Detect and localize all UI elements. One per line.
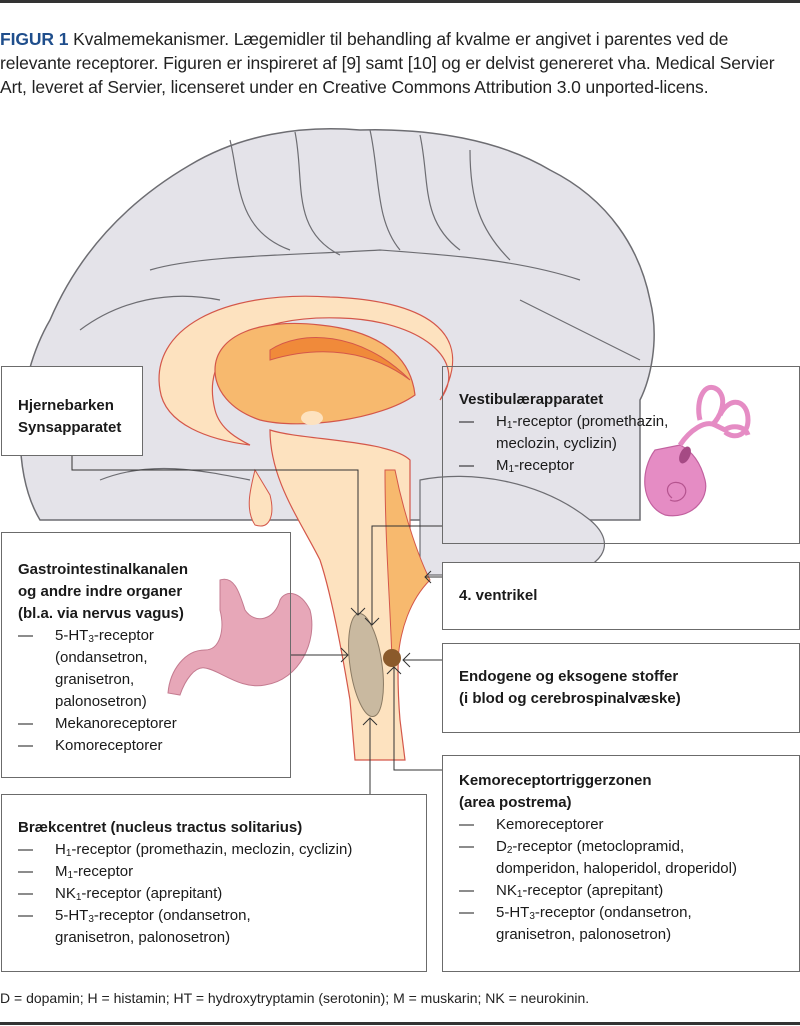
box-chemoreceptor-trigger-zone: Kemoreceptortriggerzonen (area postrema)… bbox=[442, 755, 800, 972]
vestibular-item: —H1-receptor (promethazin, meclozin, cyc… bbox=[459, 413, 669, 452]
stomach-icon bbox=[167, 578, 313, 696]
substances-title-2: (i blod og cerebrospinalvæske) bbox=[459, 690, 681, 707]
thalamus-highlight bbox=[301, 411, 323, 425]
box-cortex: Hjernebarken Synsapparatet bbox=[1, 366, 143, 456]
fornix bbox=[269, 337, 411, 381]
ctz-item: —NK1-receptor (aprepitant) bbox=[459, 882, 664, 900]
gyri-lines bbox=[79, 129, 641, 481]
substances-title-1: Endogene og eksogene stoffer bbox=[459, 668, 679, 685]
top-rule bbox=[0, 0, 800, 3]
vomiting-center-item: —5-HT3-receptor (ondansetron, granisetro… bbox=[18, 907, 251, 946]
box-fourth-ventricle: 4. ventrikel bbox=[442, 562, 800, 630]
connector-arrowheads bbox=[340, 570, 432, 726]
cerebrum bbox=[19, 128, 655, 521]
vestibular-title: Vestibulærapparatet bbox=[459, 391, 604, 408]
gastro-item: —5-HT3-receptor (ondansetron, granisetro… bbox=[18, 627, 154, 710]
abbreviation-footnote: D = dopamin; H = histamin; HT = hydroxyt… bbox=[0, 990, 590, 1006]
figure-label: FIGUR 1 bbox=[0, 29, 69, 49]
vomiting-center-item: —M1-receptor bbox=[18, 863, 134, 881]
ctz-item: —D2-receptor (metoclopramid, domperidon,… bbox=[459, 838, 737, 877]
box-vomiting-center: Brækcentret (nucleus tractus solitarius)… bbox=[1, 794, 427, 972]
figure-caption: FIGUR 1 Kvalmemekanismer. Lægemidler til… bbox=[0, 27, 800, 99]
area-postrema bbox=[383, 649, 401, 667]
vomiting-center-item: —NK1-receptor (aprepitant) bbox=[18, 885, 223, 903]
inner-ear-icon bbox=[644, 385, 751, 517]
bottom-rule bbox=[0, 1022, 800, 1025]
cortex-label-2: Synsapparatet bbox=[18, 419, 122, 436]
ctz-item: —Kemoreceptorer bbox=[459, 816, 604, 833]
gastro-title-3: (bl.a. via nervus vagus) bbox=[18, 605, 184, 622]
gastro-title-2: og andre indre organer bbox=[18, 583, 183, 600]
cortex-label-1: Hjernebarken bbox=[18, 397, 114, 414]
box-substances: Endogene og eksogene stoffer (i blod og … bbox=[442, 643, 800, 733]
nucleus-tractus-solitarius bbox=[348, 612, 384, 718]
caption-text: Kvalmemekanismer. Lægemidler til behandl… bbox=[0, 29, 775, 97]
box-gastrointestinal: Gastrointestinalkanalen og andre indre o… bbox=[1, 532, 291, 778]
connector-lines bbox=[71, 448, 442, 795]
gastro-item: —Komoreceptorer bbox=[18, 737, 163, 754]
box-vestibular: Vestibulærapparatet —H1-receptor (promet… bbox=[442, 366, 800, 544]
gastro-item: —Mekanoreceptorer bbox=[18, 715, 177, 732]
vestibular-item: —M1-receptor bbox=[459, 457, 575, 475]
fourth-ventricle-canal bbox=[384, 469, 431, 661]
ventricle-title: 4. ventrikel bbox=[459, 587, 538, 604]
ctz-title-1: Kemoreceptortriggerzonen bbox=[459, 772, 652, 789]
gastro-title-1: Gastrointestinalkanalen bbox=[18, 561, 189, 578]
corpus-callosum bbox=[158, 295, 454, 446]
pituitary bbox=[248, 468, 273, 527]
vomiting-center-title: Brækcentret (nucleus tractus solitarius) bbox=[18, 819, 303, 836]
ctz-title-2: (area postrema) bbox=[459, 794, 572, 811]
ctz-item: —5-HT3-receptor (ondansetron, granisetro… bbox=[459, 904, 692, 943]
vomiting-center-item: —H1-receptor (promethazin, meclozin, cyc… bbox=[18, 841, 353, 859]
